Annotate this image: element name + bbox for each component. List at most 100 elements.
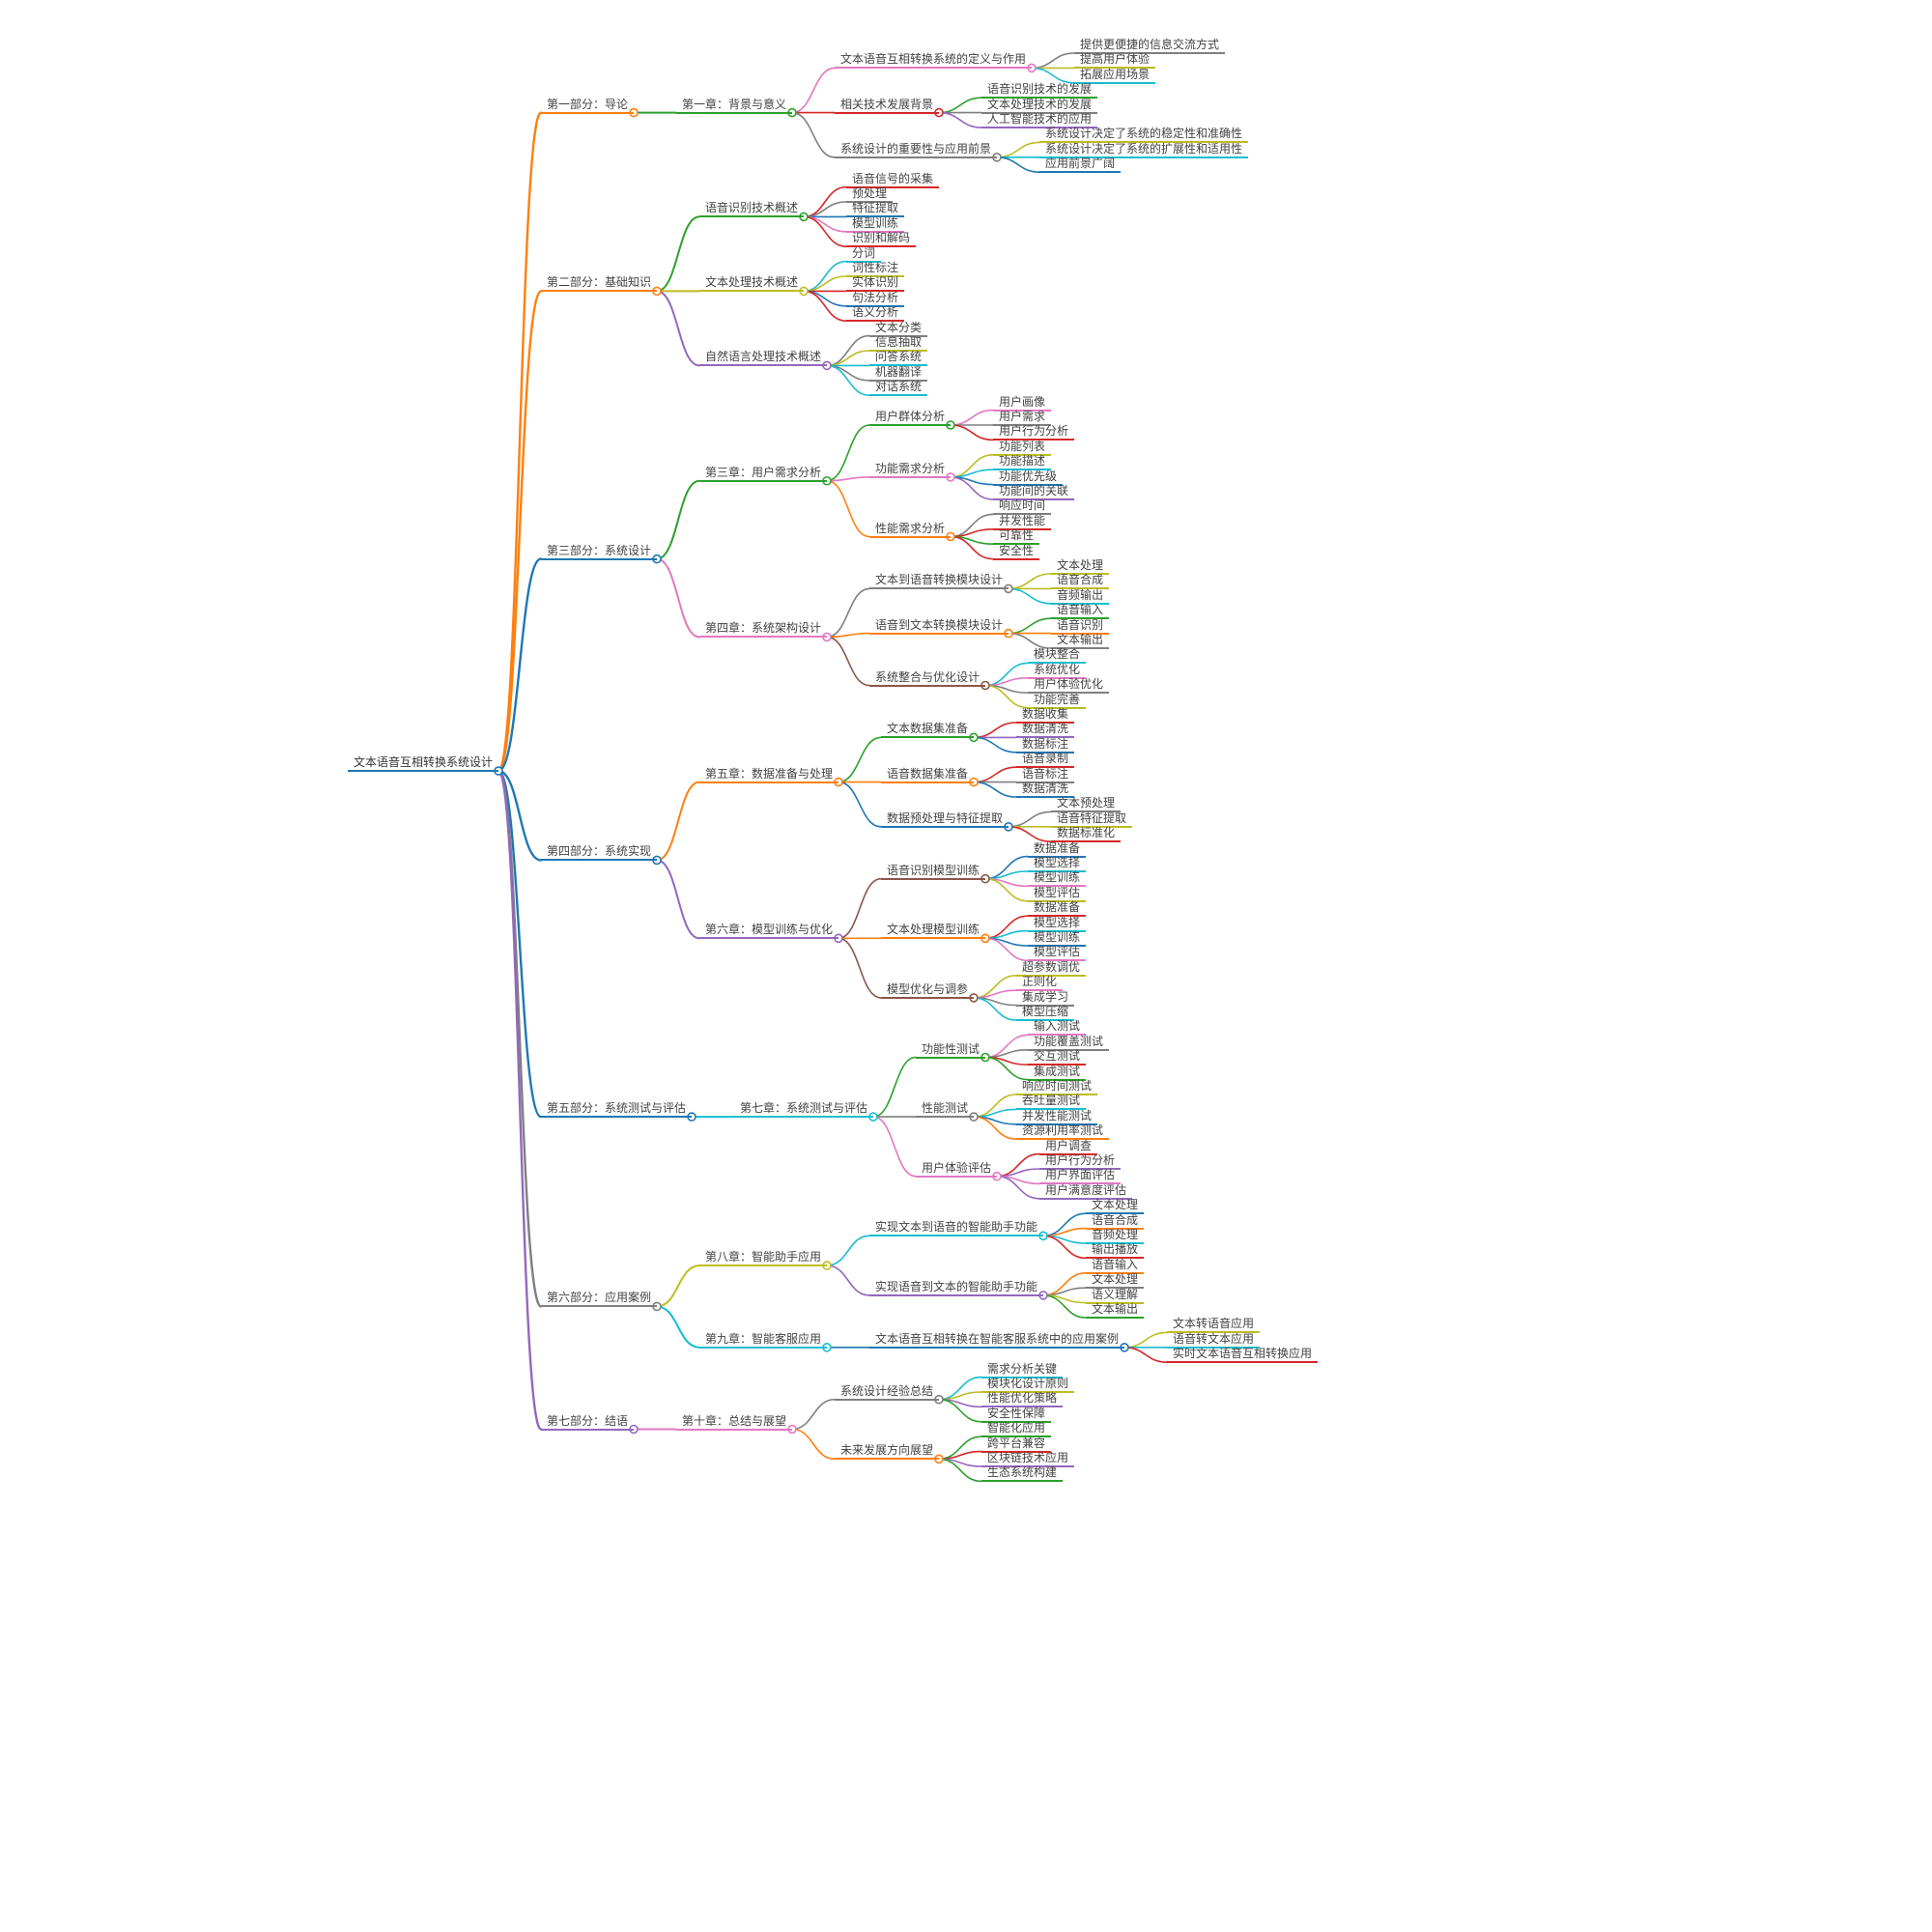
branch-link xyxy=(803,215,847,247)
mindmap-node: 用户需求 xyxy=(993,411,1052,426)
mindmap-node: 安全性保障 xyxy=(981,1407,1052,1423)
mindmap-node: 集成学习 xyxy=(1016,991,1075,1007)
mindmap-node: 用户界面评估 xyxy=(1039,1169,1122,1185)
mindmap-node: 功能优先级 xyxy=(993,470,1064,486)
branch-link xyxy=(984,877,1029,902)
branch-link xyxy=(1031,52,1075,70)
branch-link xyxy=(984,937,1029,962)
mindmap-node: 区块链技术应用 xyxy=(981,1452,1075,1467)
mindmap-node: 第三章：用户需求分析 xyxy=(699,467,828,482)
branch-link xyxy=(497,111,543,773)
mindmap-node: 分词 xyxy=(846,247,882,263)
branch-link xyxy=(826,479,870,538)
mindmap-node: 第五章：数据准备与处理 xyxy=(699,768,839,783)
branch-link xyxy=(826,350,870,367)
branch-link xyxy=(973,722,1017,739)
mindmap-node: 文本处理技术的发展 xyxy=(981,99,1098,114)
branch-link xyxy=(826,476,870,482)
mindmap-node: 语音录制 xyxy=(1016,753,1075,769)
branch-link xyxy=(497,769,543,862)
mindmap-node: 系统优化 xyxy=(1028,664,1087,679)
mindmap-node: 文本语音互相转换在智能客服系统中的应用案例 xyxy=(869,1333,1125,1349)
mindmap-node: 功能需求分析 xyxy=(869,463,952,478)
mindmap-node: 正则化 xyxy=(1016,976,1064,992)
branch-link xyxy=(826,364,870,382)
mindmap-node: 用户调查 xyxy=(1039,1140,1098,1155)
branch-link xyxy=(973,781,1017,798)
mindmap-node: 用户群体分析 xyxy=(869,411,952,426)
branch-link xyxy=(1008,632,1052,649)
branch-link xyxy=(656,479,700,560)
mindmap-node: 音频输出 xyxy=(1051,589,1110,605)
branch-link xyxy=(984,1056,1029,1081)
branch-link xyxy=(826,1264,870,1296)
mindmap-node: 系统设计决定了系统的扩展性和适用性 xyxy=(1039,143,1249,158)
branch-link xyxy=(950,476,994,500)
mindmap-node: 文本处理模型训练 xyxy=(881,923,986,940)
mindmap-node: 跨平台兼容 xyxy=(981,1437,1052,1453)
mindmap-node: 生态系统构建 xyxy=(981,1466,1064,1483)
mindmap-node: 文本预处理 xyxy=(1051,797,1122,813)
branch-link xyxy=(826,424,870,482)
branch-link xyxy=(1008,587,1052,605)
mindmap-node: 数据准备 xyxy=(1028,842,1087,858)
mindmap-node: 信息抽取 xyxy=(869,336,928,352)
mindmap-node: 模型评估 xyxy=(1028,887,1087,902)
mindmap-node: 用户体验评估 xyxy=(916,1162,998,1178)
branch-link xyxy=(803,201,847,218)
mindmap-node: 资源利用率测试 xyxy=(1016,1124,1110,1141)
mindmap-node: 响应时间 xyxy=(993,499,1052,516)
mindmap-node: 性能测试 xyxy=(916,1102,975,1119)
mindmap-node: 数据标注 xyxy=(1016,738,1075,753)
mindmap-node: 功能覆盖测试 xyxy=(1028,1036,1110,1051)
branch-link xyxy=(656,557,700,639)
mindmap-node: 语音信号的采集 xyxy=(846,173,940,188)
branch-link xyxy=(656,1264,700,1308)
branch-link xyxy=(1008,573,1052,590)
mindmap-node: 模型训练 xyxy=(1028,871,1087,888)
mindmap-node: 用户行为分析 xyxy=(993,425,1075,441)
mindmap-node: 安全性 xyxy=(993,545,1040,560)
mindmap-node: 预处理 xyxy=(846,187,894,203)
mindmap-node: 词性标注 xyxy=(846,262,905,277)
mindmap-node: 语音识别技术概述 xyxy=(699,202,805,218)
mindmap-node: 功能列表 xyxy=(993,440,1052,456)
mindmap-root-node: 文本语音互相转换系统设计 xyxy=(348,756,499,773)
mindmap-node: 第二部分：基础知识 xyxy=(541,276,658,293)
mindmap-node: 语义理解 xyxy=(1086,1289,1145,1304)
mindmap-node: 集成测试 xyxy=(1028,1065,1087,1081)
mindmap-node: 用户体验优化 xyxy=(1028,678,1110,695)
mindmap-node: 输出播放 xyxy=(1086,1243,1145,1260)
mindmap-node: 第六章：模型训练与优化 xyxy=(699,923,839,940)
mindmap-node: 第六部分：应用案例 xyxy=(541,1292,658,1308)
mindmap-node: 数据收集 xyxy=(1016,708,1075,724)
mindmap-node: 模型训练 xyxy=(1028,931,1087,947)
mindmap-node: 文本分类 xyxy=(869,322,928,337)
mindmap-node: 用户画像 xyxy=(993,396,1052,412)
branch-link xyxy=(838,937,882,999)
branch-link xyxy=(803,215,847,233)
mindmap-node: 第四章：系统架构设计 xyxy=(699,622,828,639)
mindmap-node: 语音输入 xyxy=(1051,604,1110,620)
mindmap-node: 性能优化策略 xyxy=(981,1392,1064,1408)
mindmap-node: 人工智能技术的应用 xyxy=(981,113,1098,128)
branch-link xyxy=(803,275,847,293)
mindmap-node: 提供更便捷的信息交流方式 xyxy=(1074,39,1226,54)
mindmap-node: 吞吐量测试 xyxy=(1016,1094,1087,1111)
branch-link xyxy=(950,535,994,560)
branch-link xyxy=(803,290,847,307)
mindmap-node: 特征提取 xyxy=(846,202,905,218)
branch-link xyxy=(497,769,543,1308)
mindmap-node: 文本语音互相转换系统的定义与作用 xyxy=(835,53,1033,70)
mindmap-node: 文本数据集准备 xyxy=(881,723,975,739)
branch-link xyxy=(826,587,870,639)
mindmap-node: 文本输出 xyxy=(1051,634,1110,649)
mindmap-node: 用户行为分析 xyxy=(1039,1154,1122,1170)
branch-link xyxy=(1008,826,1052,842)
mindmap-node: 文本输出 xyxy=(1086,1303,1145,1319)
branch-link xyxy=(838,736,882,783)
branch-link xyxy=(826,632,870,639)
branch-link xyxy=(826,636,870,687)
mindmap-node: 实体识别 xyxy=(846,276,905,293)
